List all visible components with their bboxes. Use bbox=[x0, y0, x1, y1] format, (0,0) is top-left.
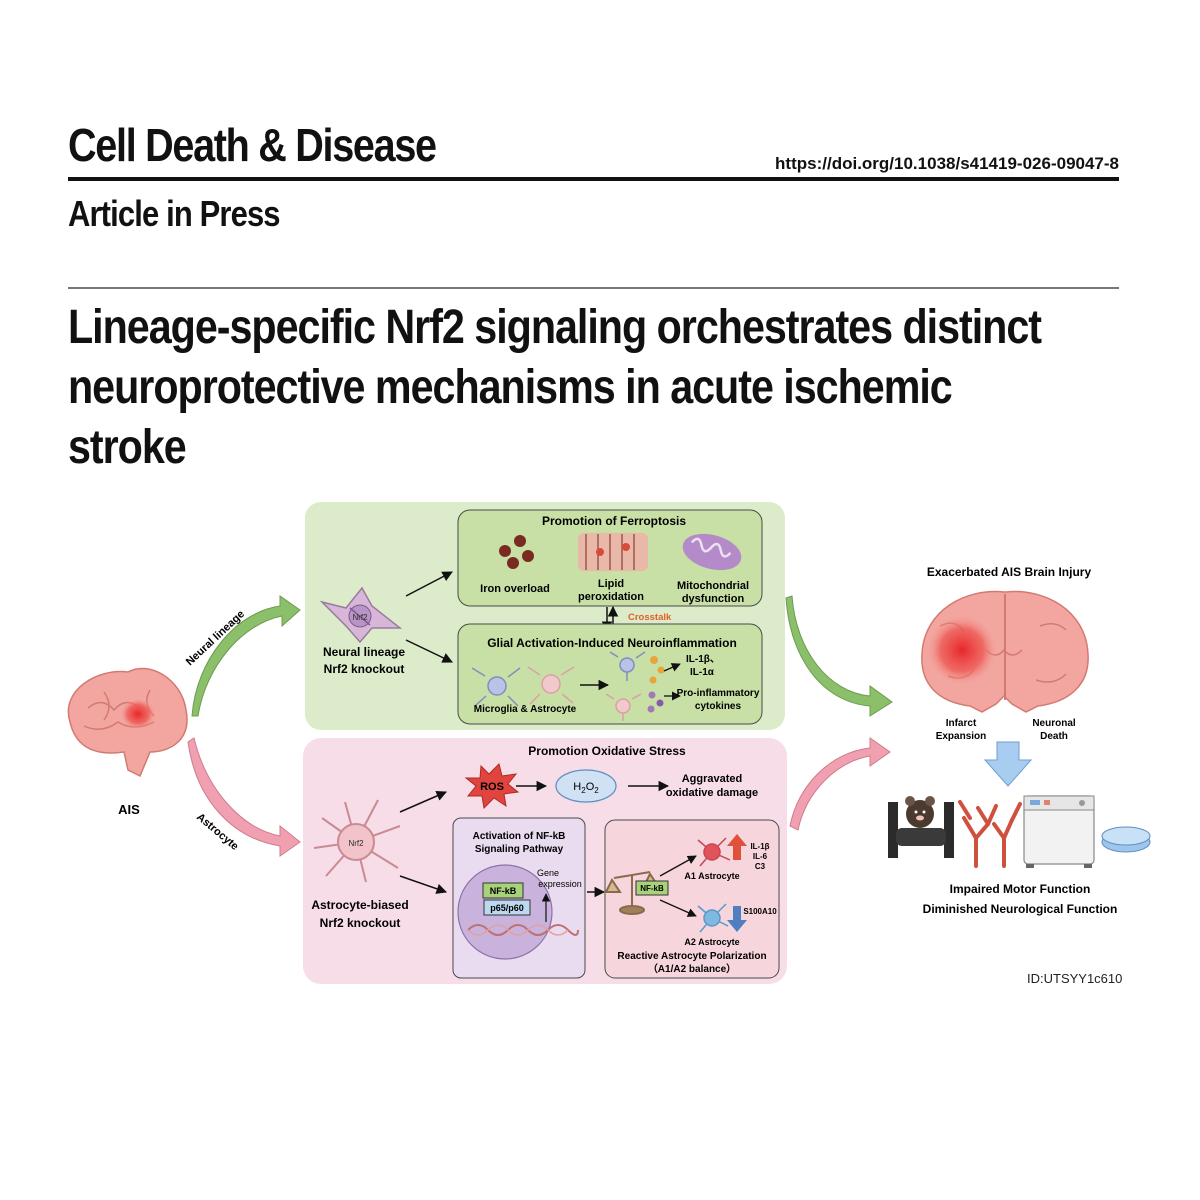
a2-arrow bbox=[659, 899, 697, 917]
gene-label-2: expression bbox=[538, 879, 582, 889]
title-line-3: stroke bbox=[68, 421, 187, 474]
header-rule bbox=[68, 177, 1119, 181]
h2o2-label: H2O2 bbox=[573, 781, 599, 795]
a2-label: A2 Astrocyte bbox=[684, 937, 739, 947]
cytokine-dots-icon bbox=[647, 656, 665, 713]
iron-overload-label: Iron overload bbox=[480, 583, 550, 595]
a1-label: A1 Astrocyte bbox=[684, 871, 739, 881]
ros-label: ROS bbox=[480, 781, 504, 793]
ferroptosis-title: Promotion of Ferroptosis bbox=[542, 514, 686, 528]
coronal-brain-icon bbox=[921, 590, 1089, 713]
il-label-1: IL-1β、 bbox=[686, 654, 720, 665]
ros-burst-icon[interactable] bbox=[464, 763, 520, 810]
iron-dots-icon bbox=[499, 535, 534, 569]
astrocyte-icon-glial bbox=[527, 666, 575, 705]
h2o2-ellipse bbox=[555, 769, 617, 803]
mito-label-2: dysfunction bbox=[682, 593, 745, 605]
polarization-title: Reactive Astrocyte Polarization bbox=[617, 951, 766, 962]
cytokine-label-1: Pro-inflammatory bbox=[677, 688, 760, 699]
a1-up-arrow-icon bbox=[727, 834, 747, 860]
p65-tag bbox=[483, 899, 531, 916]
astro-knockout-2: Nrf2 knockout bbox=[320, 916, 401, 930]
astro-to-ros-arrow bbox=[399, 790, 447, 813]
neural-branch-arrow bbox=[191, 595, 301, 717]
incubator-icon bbox=[1023, 795, 1095, 868]
neuronal-label-2: Death bbox=[1040, 731, 1068, 742]
neuron-cell-icon bbox=[319, 586, 403, 644]
title-line-1: Lineage-specific Nrf2 signaling orchestr… bbox=[68, 301, 1042, 354]
astro-knockout-1: Astrocyte-biased bbox=[311, 898, 408, 912]
nfkb-tag bbox=[482, 882, 524, 899]
nfkb-title-1: Activation of NF-kB bbox=[473, 831, 566, 842]
title-line-2: neuroprotective mechanisms in acute isch… bbox=[68, 361, 953, 414]
astro-nrf2-label: Nrf2 bbox=[348, 839, 364, 848]
il-arrow bbox=[663, 663, 681, 672]
title-rule bbox=[68, 287, 1119, 289]
neuron-nrf2-label: Nrf2 bbox=[352, 613, 368, 622]
oxidative-title: Promotion Oxidative Stress bbox=[528, 744, 686, 758]
a1-marker-1: IL-1β bbox=[750, 842, 769, 851]
a2-down-arrow-icon bbox=[727, 906, 747, 932]
il-label-2: IL-1α bbox=[690, 667, 715, 678]
neural-knockout-2: Nrf2 knockout bbox=[324, 662, 405, 676]
microglia-astrocyte-label: Microglia & Astrocyte bbox=[474, 704, 577, 715]
neural-knockout-1: Neural lineage bbox=[323, 645, 405, 659]
figure-id: ID:UTSYY1c610 bbox=[1027, 971, 1123, 986]
doi-link[interactable]: https://doi.org/10.1038/s41419-026-09047… bbox=[775, 154, 1119, 173]
damage-label-2: oxidative damage bbox=[666, 787, 758, 799]
astro-outcome-arrow bbox=[789, 737, 891, 831]
nfkb-tag-label: NF-kB bbox=[490, 886, 517, 896]
activated-glia-icon bbox=[609, 651, 646, 681]
lipid-label-1: Lipid bbox=[598, 578, 624, 590]
neuro-label: Diminished Neurological Function bbox=[923, 902, 1118, 916]
a1-marker-2: IL-6 bbox=[753, 852, 768, 861]
crosstalk-label: Crosstalk bbox=[628, 612, 672, 623]
astrocyte-cell-icon bbox=[313, 799, 401, 883]
petri-dish-icon bbox=[1101, 826, 1151, 853]
neural-to-glial-arrow bbox=[405, 639, 453, 663]
infarct-label-2: Expansion bbox=[936, 731, 987, 742]
a2-marker: S100A10 bbox=[743, 907, 777, 916]
neuronal-label-1: Neuronal bbox=[1032, 718, 1076, 729]
activated-astrocyte-icon bbox=[605, 693, 642, 721]
neural-to-ferroptosis-arrow bbox=[405, 571, 453, 597]
ais-brain-icon bbox=[67, 667, 188, 778]
a1-astrocyte-icon bbox=[697, 837, 731, 867]
vessel-icon bbox=[958, 800, 1022, 868]
astro-to-nfkb-arrow bbox=[399, 875, 447, 894]
polarization-nfkb-tag bbox=[635, 880, 669, 896]
journal-name: Cell Death & Disease bbox=[68, 119, 437, 171]
nfkb-title-2: Signaling Pathway bbox=[475, 844, 564, 855]
polarization-nfkb-label: NF-kB bbox=[640, 884, 664, 893]
down-arrow-icon bbox=[983, 741, 1033, 787]
a1-marker-3: C3 bbox=[755, 862, 766, 871]
mitochondria-icon bbox=[682, 533, 742, 571]
cytokine-label-2: cytokines bbox=[695, 701, 742, 712]
lipid-label-2: peroxidation bbox=[578, 591, 644, 603]
damage-label-1: Aggravated bbox=[682, 773, 743, 785]
microglia-icon bbox=[471, 667, 521, 707]
mito-label-1: Mitochondrial bbox=[677, 580, 749, 592]
outcome-title: Exacerbated AIS Brain Injury bbox=[927, 565, 1092, 579]
lipid-membrane-icon bbox=[578, 533, 648, 571]
gene-label-1: Gene bbox=[537, 868, 559, 878]
glial-title: Glial Activation-Induced Neuroinflammati… bbox=[487, 636, 737, 650]
astro-branch-arrow bbox=[187, 737, 301, 857]
neural-outcome-arrow bbox=[785, 595, 893, 717]
a1-arrow bbox=[659, 855, 697, 877]
p65-tag-label: p65/p60 bbox=[490, 903, 524, 913]
ais-label: AIS bbox=[118, 802, 140, 817]
rotarod-mouse-icon bbox=[888, 796, 954, 858]
polarization-subtitle: （A1/A2 balance） bbox=[648, 962, 736, 975]
motor-label: Impaired Motor Function bbox=[950, 882, 1091, 896]
infarct-label-1: Infarct bbox=[946, 718, 977, 729]
a2-astrocyte-icon bbox=[697, 903, 729, 933]
article-status: Article in Press bbox=[68, 193, 281, 234]
article-title: Lineage-specific Nrf2 signaling orchestr… bbox=[68, 298, 1126, 478]
